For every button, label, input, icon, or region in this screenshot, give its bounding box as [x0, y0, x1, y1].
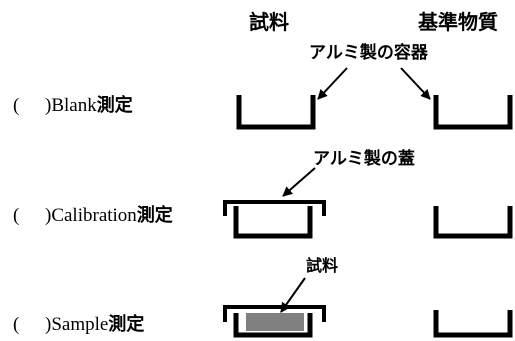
sample-pan-with-sample — [223, 305, 326, 338]
sample-pan-empty — [236, 95, 316, 130]
row-suffix: 測定 — [137, 204, 173, 226]
arrow-to-sample-pan — [317, 67, 348, 100]
row-calibration-label: ( )Calibration測定 — [13, 204, 173, 226]
svg-text:)Blank測定: )Blank測定 — [45, 94, 133, 116]
svg-text:)Sample測定: )Sample測定 — [45, 313, 144, 335]
row-name: Blank — [51, 95, 97, 116]
row-close-paren: ) — [45, 95, 51, 116]
row-open-paren: ( — [13, 314, 19, 335]
arrow-to-sample-material — [280, 277, 306, 313]
row-sample-label: ( )Sample測定 — [13, 313, 144, 335]
reference-pan-empty — [433, 95, 513, 130]
sample-pan — [233, 206, 313, 239]
reference-pan-empty — [433, 310, 513, 338]
reference-pan-empty — [433, 206, 513, 239]
arrow-to-reference-pan — [400, 67, 431, 100]
row-open-paren: ( — [13, 95, 19, 116]
header-sample: 試料 — [249, 10, 289, 34]
row-close-paren: ) — [45, 205, 51, 226]
sample-material — [246, 313, 304, 331]
row-open-paren: ( — [13, 205, 19, 226]
pan-lid — [223, 200, 326, 216]
sample-pan — [233, 313, 313, 338]
sample-pan-with-lid — [223, 200, 326, 239]
row-suffix: 測定 — [108, 313, 144, 335]
row-close-paren: ) — [45, 314, 51, 335]
row-suffix: 測定 — [97, 94, 133, 116]
pan-lid — [223, 305, 326, 322]
arrow-to-lid — [282, 167, 316, 197]
svg-text:)Calibration測定: )Calibration測定 — [45, 204, 173, 226]
header-reference: 基準物質 — [418, 10, 498, 34]
annotation-container: アルミ製の容器 — [309, 42, 429, 63]
row-name: Calibration — [51, 205, 137, 226]
annotation-sample: 試料 — [306, 256, 338, 275]
annotation-lid: アルミ製の蓋 — [313, 148, 415, 169]
row-blank-label: ( )Blank測定 — [13, 94, 133, 116]
row-name: Sample — [51, 314, 108, 335]
